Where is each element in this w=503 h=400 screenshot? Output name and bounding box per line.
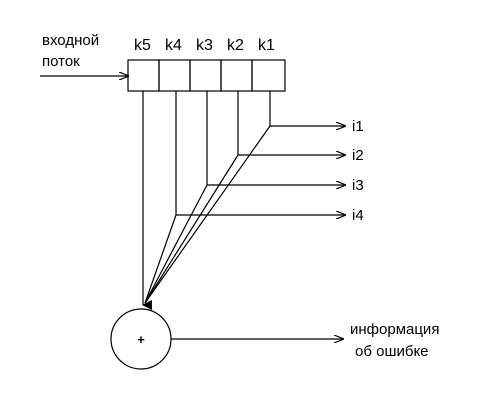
tap-k4: [144, 91, 345, 304]
register-cell-k4: [158, 59, 191, 92]
cell-label-k3: k3: [196, 37, 213, 54]
tap-label-i2: i2: [352, 147, 364, 164]
tap-k3: [144, 91, 345, 304]
line-k4-to-adder: [144, 214, 177, 304]
tap-label-i3: i3: [352, 177, 364, 194]
register-cell-k5: [127, 59, 160, 92]
cell-label-k2: k2: [227, 37, 244, 54]
input-label-line2: поток: [42, 53, 80, 70]
register-cell-k3: [189, 59, 222, 92]
output-label-line2: об ошибке: [355, 343, 429, 360]
tap-label-i4: i4: [352, 207, 364, 224]
input-label-line1: входной: [42, 32, 99, 49]
cell-label-k4: k4: [165, 37, 182, 54]
register-cell-k2: [220, 59, 253, 92]
register-cell-k1: [251, 59, 286, 92]
adder-symbol: +: [137, 332, 145, 347]
line-k2-to-adder: [144, 154, 239, 304]
cell-label-k5: k5: [134, 37, 151, 54]
cell-label-k1: k1: [258, 37, 275, 54]
tap-label-i1: i1: [352, 118, 364, 135]
tap-k2: [144, 91, 345, 304]
line-k3-to-adder: [144, 184, 208, 304]
shift-register: [127, 59, 286, 92]
output-label-line1: информация: [350, 321, 439, 338]
tap-k1: [144, 91, 345, 304]
